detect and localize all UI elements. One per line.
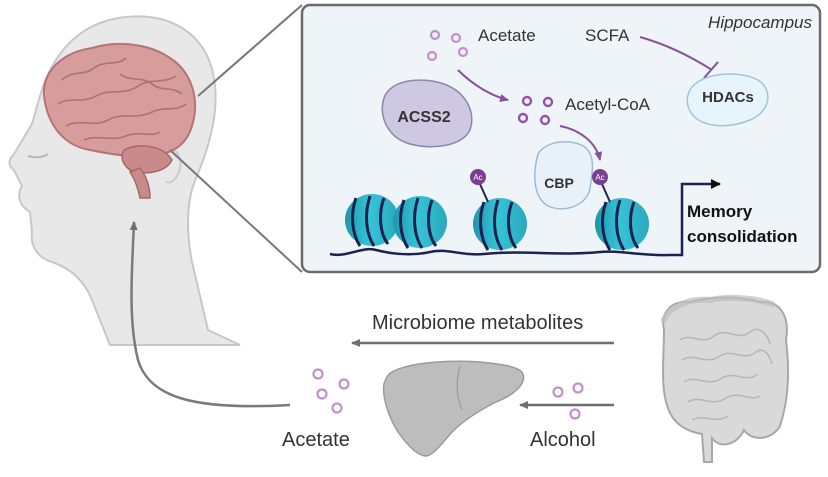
eye-line — [27, 153, 49, 159]
nucleosome-4 — [595, 198, 649, 251]
acetyl-mark-1: Ac — [470, 169, 489, 203]
nucleosome-2 — [393, 196, 447, 249]
scfa-label: SCFA — [585, 26, 630, 45]
inhibition-bar — [703, 61, 719, 79]
scfa-inhibition-arrow — [639, 36, 713, 71]
acss2-enzyme — [381, 79, 473, 148]
acetylcoa-to-cbp-arrow — [559, 125, 603, 161]
cbp-label: CBP — [544, 175, 574, 191]
svg-text:Ac: Ac — [595, 173, 604, 182]
dna-strand — [329, 179, 721, 257]
acetate-label-top: Acetate — [478, 26, 536, 45]
acetate-molecules-bottom — [312, 368, 350, 414]
alcohol-molecules — [552, 382, 584, 420]
brain-folds — [57, 57, 187, 141]
svg-text:Ac: Ac — [473, 173, 482, 182]
zoom-line-bottom — [169, 149, 303, 273]
memory-label-line1: Memory — [687, 202, 753, 221]
acetate-to-acetylcoa-arrow — [457, 69, 509, 102]
acss2-label: ACSS2 — [397, 109, 450, 126]
acetyl-coa-molecules — [517, 95, 554, 126]
liver-organ — [382, 360, 525, 457]
microbiome-label: Microbiome metabolites — [372, 312, 583, 334]
alcohol-label: Alcohol — [530, 429, 596, 451]
acetate-label-bottom: Acetate — [282, 429, 350, 451]
cbp-enzyme — [534, 141, 594, 210]
nucleosome-1 — [345, 194, 399, 247]
liver-lobe-line — [456, 365, 463, 411]
brainstem — [128, 167, 151, 199]
hdacs-label: HDACs — [702, 89, 754, 106]
acetyl-mark-2: Ac — [592, 169, 611, 203]
hdacs-enzyme — [686, 73, 769, 127]
acetate-molecules-top — [426, 29, 469, 62]
zoom-line-top — [197, 4, 303, 97]
region-label: Hippocampus — [708, 13, 812, 32]
cerebellum — [121, 145, 173, 174]
intestine-organ — [661, 294, 789, 463]
acetyl-coa-label: Acetyl-CoA — [565, 95, 651, 114]
memory-label-line2: consolidation — [687, 227, 798, 246]
ear-outline — [165, 148, 182, 184]
nucleosome-3 — [473, 198, 527, 251]
acetate-to-brain-arrow — [129, 221, 291, 408]
human-head-illustration — [8, 15, 241, 346]
